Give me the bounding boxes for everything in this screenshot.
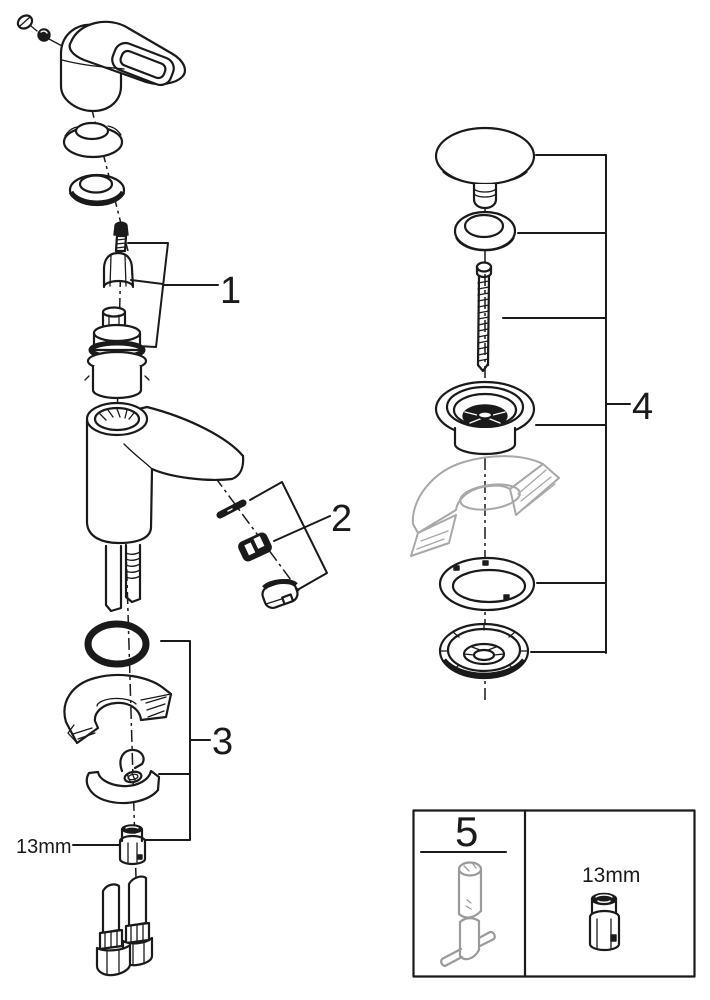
service-socket-size-text: 13mm <box>582 864 640 887</box>
callout-2-label: 2 <box>331 498 352 540</box>
handle-collar-ring <box>68 173 126 207</box>
faucet-body <box>85 401 245 545</box>
drain-flange <box>434 380 536 456</box>
axis-base <box>125 545 137 879</box>
washbasin-ghost <box>410 455 560 557</box>
stabilizing-plate <box>63 673 173 745</box>
service-box: 5 13mm <box>412 808 696 978</box>
o-ring <box>84 620 150 668</box>
lever-handle <box>59 20 186 113</box>
mounting-studs <box>104 543 142 613</box>
supply-hoses <box>95 875 154 977</box>
axis-spout <box>214 476 300 592</box>
clamp-screw <box>123 770 143 784</box>
connecting-screw <box>475 261 493 373</box>
drain-lock-nut <box>438 622 530 680</box>
callout-1-label: 1 <box>220 270 241 312</box>
lever-loop-hole <box>111 41 175 87</box>
cartridge <box>84 306 150 400</box>
mounting-nut-size-text: 13mm <box>16 836 72 858</box>
callout-3-label: 3 <box>212 721 233 763</box>
service-socket <box>588 892 621 952</box>
callout-1: 1 <box>127 242 241 348</box>
cartridge-screw <box>113 221 129 253</box>
callout-2: 2 <box>249 481 352 590</box>
cartridge-cap-nut <box>102 251 135 289</box>
callout-5-label: 5 <box>455 808 478 855</box>
aerator-clip <box>238 532 272 562</box>
callout-4: 4 <box>502 154 653 654</box>
drain-plug <box>434 126 536 210</box>
callout-4-label: 4 <box>632 386 653 428</box>
aerator-cap <box>261 578 299 609</box>
callout-3: 3 <box>144 640 233 841</box>
size-label-mounting-nut: 13mm <box>16 836 120 858</box>
handle-plug <box>16 14 34 30</box>
basin-seal-ring <box>438 556 536 612</box>
service-box-frame <box>412 809 696 978</box>
handle-grub-screw <box>30 25 65 48</box>
mounting-clamp <box>85 748 161 805</box>
handle-cap-ring <box>62 121 124 159</box>
socket-wrench-tool <box>440 861 496 968</box>
spout-pin <box>216 499 247 519</box>
plug-seal-ring <box>453 210 517 252</box>
mounting-nut <box>118 824 147 866</box>
